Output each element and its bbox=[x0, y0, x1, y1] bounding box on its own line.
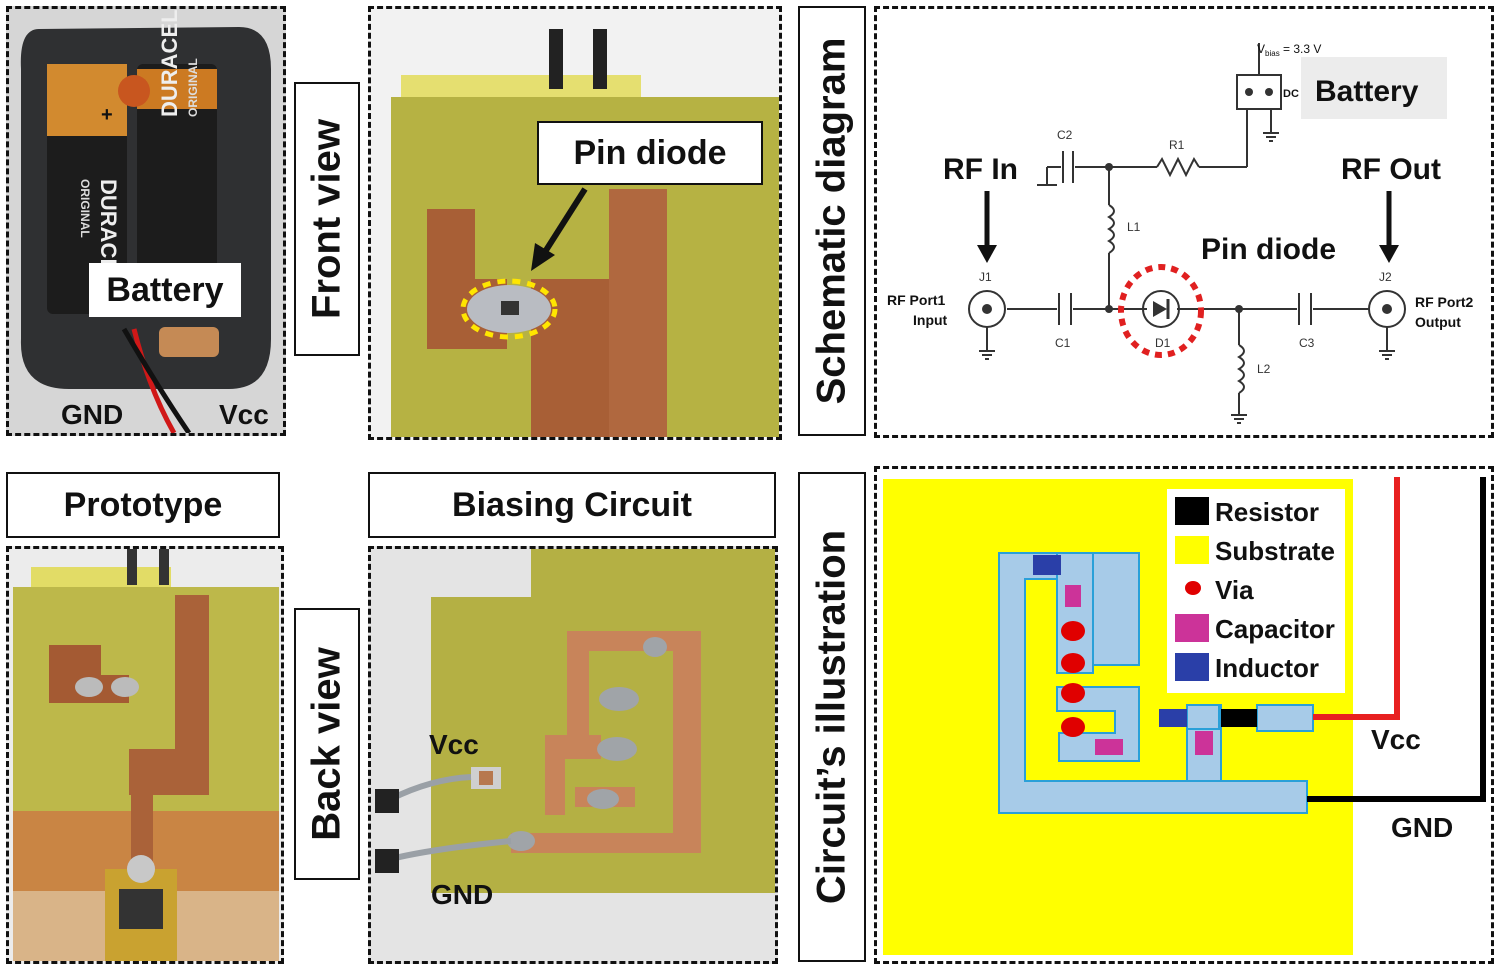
schematic-diagram: Vbias = 3.3 V DC Battery RF In RF Out Pi… bbox=[887, 42, 1474, 424]
pin-diode-label: Pin diode bbox=[1201, 233, 1336, 266]
biasing-circuit-panel: Vcc GND bbox=[368, 546, 778, 964]
port2-label: RF Port2 bbox=[1415, 294, 1474, 310]
circuit-illustration-label: Circuit’s illustration bbox=[798, 472, 866, 962]
legend-swatch-substrate bbox=[1175, 536, 1209, 564]
legend-label-capacitor: Capacitor bbox=[1215, 614, 1335, 644]
illustration-gnd-label: GND bbox=[1391, 812, 1453, 843]
prototype-panel bbox=[6, 546, 284, 964]
legend-swatch-capacitor bbox=[1175, 614, 1209, 642]
l1-label: L1 bbox=[1127, 220, 1141, 234]
legend-swatch-via bbox=[1185, 581, 1201, 595]
biasing-circuit-photo bbox=[371, 549, 775, 961]
c2-label: C2 bbox=[1057, 128, 1073, 142]
legend-swatch-resistor bbox=[1175, 497, 1209, 525]
illustration-vcc-label: Vcc bbox=[1371, 724, 1421, 755]
c3-label: C3 bbox=[1299, 336, 1315, 350]
j2-label: J2 bbox=[1379, 270, 1392, 284]
battery-sub-right: ORIGINAL bbox=[186, 58, 200, 117]
pin-diode-callout: Pin diode bbox=[537, 121, 763, 185]
l2-label: L2 bbox=[1257, 362, 1271, 376]
battery-label-schematic: Battery bbox=[1315, 75, 1419, 108]
legend-swatch-inductor bbox=[1175, 653, 1209, 681]
battery-label: Battery bbox=[89, 263, 241, 317]
front-view-panel: Pin diode bbox=[368, 6, 782, 440]
port1-sub-label: Input bbox=[913, 312, 948, 328]
legend-label-resistor: Resistor bbox=[1215, 497, 1319, 527]
legend-label-substrate: Substrate bbox=[1215, 536, 1335, 566]
dc-label: DC bbox=[1283, 88, 1299, 100]
legend-label-via: Via bbox=[1215, 575, 1254, 605]
c1-label: C1 bbox=[1055, 336, 1071, 350]
rf-out-label: RF Out bbox=[1341, 153, 1441, 186]
prototype-photo bbox=[9, 549, 281, 961]
schematic-label: Schematic diagram bbox=[798, 6, 866, 436]
battery-brand-right: DURACELL bbox=[157, 9, 182, 117]
plus-sign: + bbox=[101, 104, 113, 126]
j1-label: J1 bbox=[979, 270, 992, 284]
back-view-label: Back view bbox=[294, 608, 360, 880]
biasing-circuit-label: Biasing Circuit bbox=[368, 472, 776, 538]
port2-sub-label: Output bbox=[1415, 314, 1461, 330]
r1-label: R1 bbox=[1169, 138, 1185, 152]
biasing-vcc-label: Vcc bbox=[429, 729, 479, 760]
battery-photo-panel: + DURACELL ORIGINAL DURACELL ORIGINAL Ba… bbox=[6, 6, 286, 436]
port1-label: RF Port1 bbox=[887, 292, 946, 308]
d1-label: D1 bbox=[1155, 336, 1171, 350]
battery-sub-left: ORIGINAL bbox=[78, 179, 92, 238]
rf-in-label: RF In bbox=[943, 153, 1018, 186]
gnd-label: GND bbox=[61, 399, 124, 430]
vcc-label: Vcc bbox=[219, 399, 269, 430]
legend-label-inductor: Inductor bbox=[1215, 653, 1319, 683]
vbias-label: Vbias = 3.3 V bbox=[1257, 42, 1321, 58]
prototype-label: Prototype bbox=[6, 472, 280, 538]
schematic-panel: Vbias = 3.3 V DC Battery RF In RF Out Pi… bbox=[874, 6, 1494, 438]
front-view-label: Front view bbox=[294, 82, 360, 356]
front-view-photo bbox=[371, 9, 779, 437]
battery-photo: + DURACELL ORIGINAL DURACELL ORIGINAL bbox=[9, 9, 283, 433]
biasing-gnd-label: GND bbox=[431, 879, 494, 910]
